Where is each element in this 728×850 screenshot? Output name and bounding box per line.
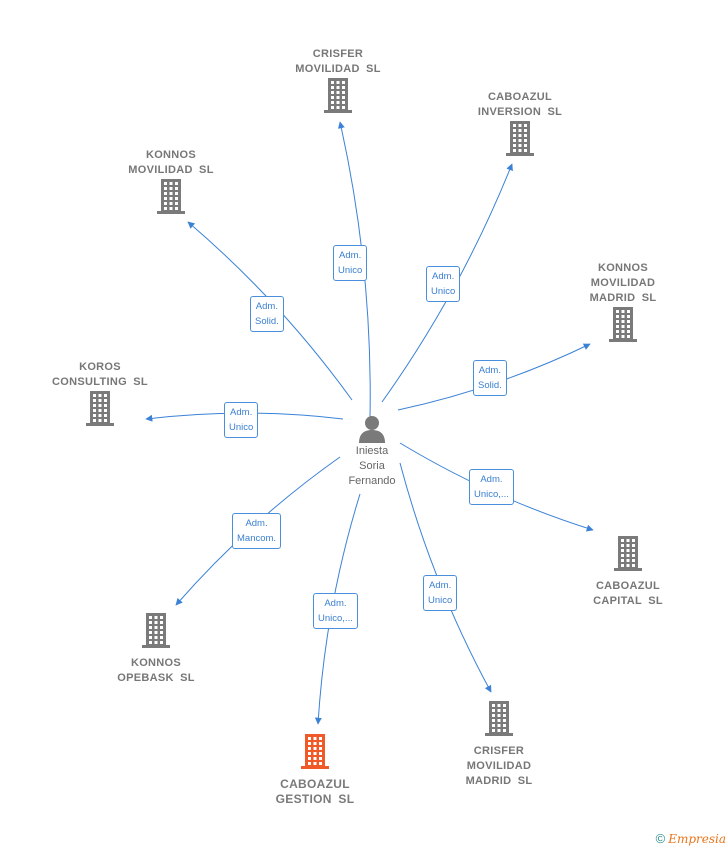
building-icon <box>301 734 329 769</box>
building-icon <box>142 613 170 648</box>
company-node-konnos-movilidad-madrid[interactable]: KONNOS MOVILIDAD MADRID SL <box>558 261 688 342</box>
company-name: KOROS CONSULTING SL <box>52 361 148 388</box>
company-node-konnos-opebask[interactable]: KONNOS OPEBASK SL <box>91 612 221 686</box>
relation-label-caboazul-gestion[interactable]: Adm. Unico,... <box>313 593 358 629</box>
person-icon <box>359 416 385 443</box>
person-name: Iniesta Soria Fernando <box>348 445 396 487</box>
brand-logo: Empresia <box>668 832 726 846</box>
company-name: CABOAZUL CAPITAL SL <box>593 580 663 607</box>
footer-brand: ©Empresia <box>656 831 726 846</box>
building-icon <box>324 78 352 113</box>
company-node-konnos-movilidad[interactable]: KONNOS MOVILIDAD SL <box>106 148 236 214</box>
company-name: CABOAZUL INVERSION SL <box>477 91 563 118</box>
relation-label-crisfer-movilidad-madrid[interactable]: Adm. Unico <box>423 575 458 611</box>
relation-label-caboazul-inversion[interactable]: Adm. Unico <box>426 266 461 302</box>
building-icon <box>609 307 637 342</box>
company-node-crisfer-movilidad[interactable]: CRISFER MOVILIDAD SL <box>273 47 403 113</box>
company-node-crisfer-movilidad-madrid[interactable]: CRISFER MOVILIDAD MADRID SL <box>434 700 564 789</box>
company-name: KONNOS MOVILIDAD SL <box>128 149 214 176</box>
building-icon <box>485 701 513 736</box>
relation-label-konnos-movilidad[interactable]: Adm. Solid. <box>250 296 284 332</box>
relation-label-konnos-opebask[interactable]: Adm. Mancom. <box>232 513 282 549</box>
building-icon <box>86 391 114 426</box>
relation-label-caboazul-capital[interactable]: Adm. Unico,... <box>469 469 514 505</box>
company-node-caboazul-inversion[interactable]: CABOAZUL INVERSION SL <box>455 90 585 156</box>
relation-label-konnos-movilidad-madrid[interactable]: Adm. Solid. <box>473 360 507 396</box>
company-node-koros-consulting[interactable]: KOROS CONSULTING SL <box>35 360 165 426</box>
copyright-icon: © <box>655 831 666 846</box>
relation-label-crisfer-movilidad[interactable]: Adm. Unico <box>333 245 368 281</box>
company-name: CABOAZUL GESTION SL <box>275 777 355 806</box>
building-icon <box>614 536 642 571</box>
company-name: CRISFER MOVILIDAD MADRID SL <box>465 745 533 787</box>
person-node[interactable]: Iniesta Soria Fernando <box>322 414 422 489</box>
company-node-caboazul-capital[interactable]: CABOAZUL CAPITAL SL <box>563 535 693 609</box>
building-icon <box>506 121 534 156</box>
company-name: KONNOS MOVILIDAD MADRID SL <box>589 262 657 304</box>
relation-label-koros-consulting[interactable]: Adm. Unico <box>224 402 259 438</box>
building-icon <box>157 179 185 214</box>
company-name: CRISFER MOVILIDAD SL <box>295 48 381 75</box>
company-node-caboazul-gestion[interactable]: CABOAZUL GESTION SL <box>250 733 380 807</box>
company-name: KONNOS OPEBASK SL <box>117 657 195 684</box>
